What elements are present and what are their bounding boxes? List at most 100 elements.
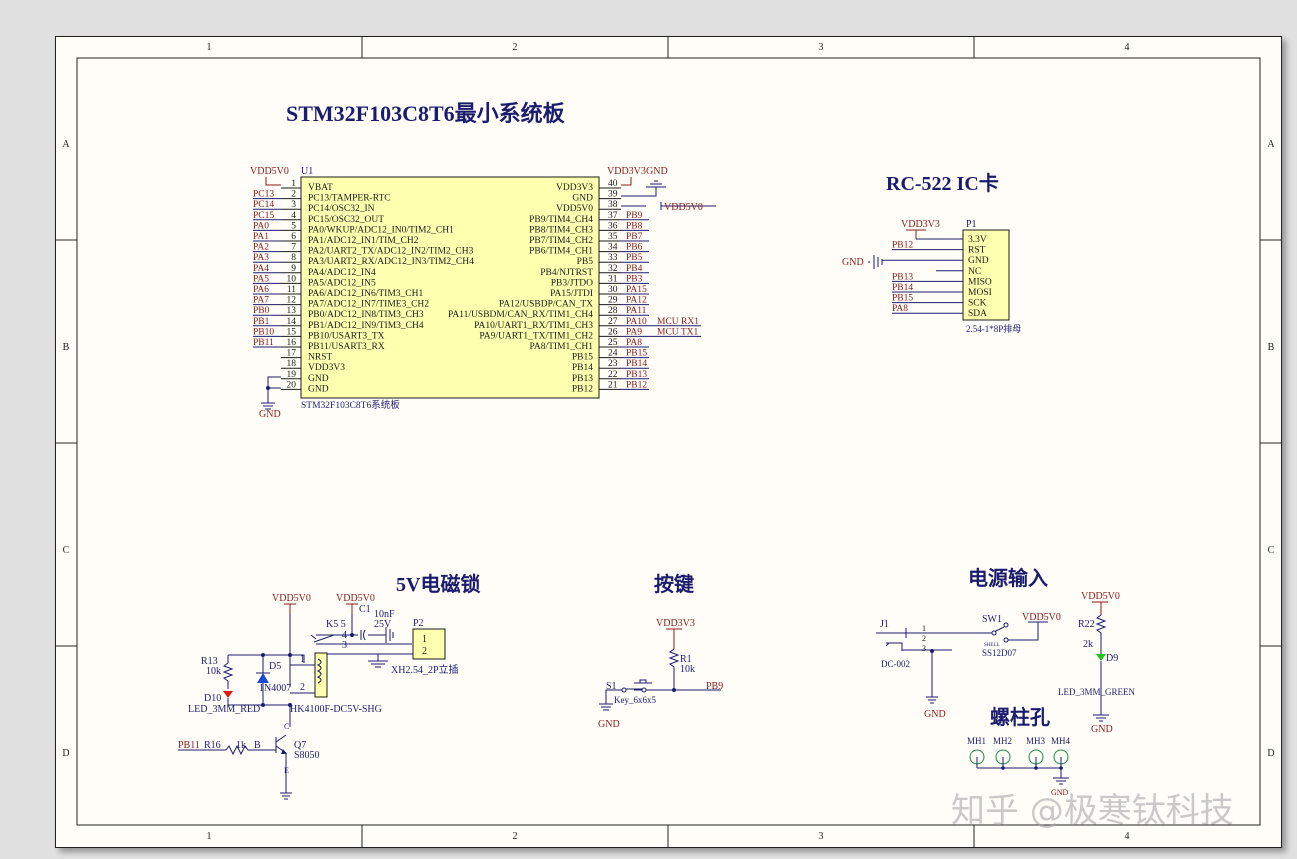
mcu-pin-name: PA8/TIM1_CH1 <box>529 342 593 352</box>
row-mark-left: B <box>63 342 70 353</box>
mcu-pin-number: 12 <box>287 296 297 306</box>
key-section-title: 按键 <box>654 572 694 596</box>
mcu-pin-number: 36 <box>608 221 618 231</box>
mcu-pin-number: 38 <box>608 200 618 210</box>
p1-pin-net: PB13 <box>892 272 913 282</box>
p2-comment: XH2.54_2P立插 <box>391 663 459 676</box>
mcu-pin-number: 35 <box>608 232 618 242</box>
mcu-pin-name: PB14 <box>572 363 593 373</box>
led-vdd-net: VDD5V0 <box>1081 591 1120 602</box>
mcu-pin-net: PA5 <box>253 274 269 284</box>
mcu-u1[interactable]: U1 STM32F103C8T6系统板 VDD5V0 VDD3V3 GND VD… <box>250 166 716 420</box>
mcu-pin-number: 33 <box>608 253 618 263</box>
mcu-pin-number: 23 <box>608 359 618 369</box>
mcu-pin-net: PA3 <box>253 253 269 263</box>
mounting-hole-label: MH3 <box>1026 736 1046 746</box>
key-pb9-net: PB9 <box>706 681 723 692</box>
p1-body <box>962 229 1010 321</box>
mcu-pin-net: PA2 <box>253 243 269 253</box>
rfid-section-title: RC-522 IC卡 <box>886 172 999 195</box>
mcu-pin-net: PA11 <box>626 306 647 316</box>
mcu-pin-name: PB1/ADC12_IN9/TIM3_CH4 <box>308 321 424 331</box>
mcu-pin-number: 10 <box>287 274 297 284</box>
mcu-pin-name: PB5 <box>577 257 594 267</box>
relay-pin-4: 4 <box>342 630 347 641</box>
key-vdd-net: VDD3V3 <box>656 618 695 629</box>
mcu-pin-name: PB15 <box>572 353 593 363</box>
column-mark-top: 4 <box>1125 42 1130 53</box>
mcu-pin-net: PB13 <box>626 370 647 380</box>
holes-section-title: 螺柱孔 <box>990 705 1050 729</box>
row-mark-left: D <box>62 748 69 759</box>
q7-part: S8050 <box>294 750 320 761</box>
c1-value: 10nF <box>374 609 395 620</box>
mcu-pin-name: PC13/TAMPER-RTC <box>308 194 391 204</box>
mcu-pin-number: 25 <box>608 338 618 348</box>
mcu-pin-number: 7 <box>291 243 296 253</box>
mcu-pin-net: PC15 <box>253 211 274 221</box>
mcu-pin-number: 15 <box>287 327 297 337</box>
r22-value: 2k <box>1083 639 1093 650</box>
d10-designator: D10 <box>204 693 221 704</box>
relay-pin-2: 2 <box>300 682 305 693</box>
lock-vdd1-net: VDD5V0 <box>272 593 311 604</box>
sw1-part: SS12D07 <box>982 648 1017 658</box>
mcu-pin-number: 27 <box>608 317 618 327</box>
q7-e: E <box>284 766 289 775</box>
j1-designator: J1 <box>880 619 889 630</box>
c1-voltage: 25V <box>374 619 392 630</box>
p1-pin-name: MOSI <box>968 288 992 298</box>
mcu-pin-net: PB14 <box>626 359 647 369</box>
p2-body <box>412 628 446 660</box>
lock-vdd2-net: VDD5V0 <box>336 593 375 604</box>
mcu-pin-name: PC14/OSC32_IN <box>308 204 375 214</box>
mcu-pin-name: GND <box>308 384 329 394</box>
mcu-pin-net: PA6 <box>253 285 269 295</box>
s1-part: Key_6x6x5 <box>614 695 656 705</box>
j1-pin-3: 3 <box>922 644 926 653</box>
p1-vdd-net: VDD3V3 <box>901 219 940 230</box>
mcu-pin-name: PA4/ADC12_IN4 <box>308 268 376 278</box>
mcu-pin-net: PB1 <box>253 317 270 327</box>
mcu-pin-net: PB0 <box>253 306 270 316</box>
mcu-pin-number: 8 <box>291 253 296 263</box>
p1-pin-name: NC <box>968 267 981 277</box>
row-mark-right: B <box>1268 342 1275 353</box>
mcu-pin-net: PA7 <box>253 296 269 306</box>
mcu-pin-number: 19 <box>287 370 297 380</box>
mcu-gnd-label: GND <box>259 409 281 420</box>
mcu-pin-number: 4 <box>291 211 296 221</box>
mcu-vdd3v3-net: VDD3V3 <box>607 166 646 177</box>
key-gnd: GND <box>598 719 620 730</box>
r1-value: 10k <box>680 664 695 675</box>
mcu-pin-name: PB13 <box>572 374 593 384</box>
mcu-pin-net: PB9 <box>626 211 643 221</box>
mcu-pin-number: 20 <box>287 380 297 390</box>
r1-designator: R1 <box>680 654 692 665</box>
holes-gnd-symbol <box>1053 768 1069 785</box>
mcu-comment: STM32F103C8T6系统板 <box>301 399 400 411</box>
mounting-hole-label: MH1 <box>967 736 986 746</box>
mcu-pin-number: 31 <box>608 274 618 284</box>
mcu-pin-name: PB8/TIM4_CH3 <box>529 225 593 235</box>
power-circuit: J1 1 2 3 DC-002 SW1 SHELL SS12D07 VDD5V0… <box>876 591 1135 735</box>
row-mark-right: D <box>1267 748 1274 759</box>
j1-part: DC-002 <box>881 659 910 669</box>
mcu-pin-number: 16 <box>287 338 297 348</box>
mcu-pin-net: PB15 <box>626 349 647 359</box>
mcu-pin-number: 22 <box>608 370 618 380</box>
mcu-pin-name: GND <box>572 194 593 204</box>
mcu-pin-name: NRST <box>308 353 332 363</box>
column-mark-bottom: 4 <box>1125 831 1130 842</box>
mcu-pin-net: PA4 <box>253 264 269 274</box>
relay-part: HK4100F-DC5V-SHG <box>290 704 382 715</box>
mcu-pin-net: PC14 <box>253 200 274 210</box>
rfid-connector-p1[interactable]: P1 2.54-1*8P排母 VDD3V3 GND 3.3VRSTPB12GND… <box>842 219 1021 334</box>
mcu-pin-net: PB8 <box>626 221 643 231</box>
mcu-pin-number: 14 <box>287 317 297 327</box>
mcu-pin-net: PA10 <box>626 317 647 327</box>
mcu-pin-net: PB10 <box>253 327 274 337</box>
